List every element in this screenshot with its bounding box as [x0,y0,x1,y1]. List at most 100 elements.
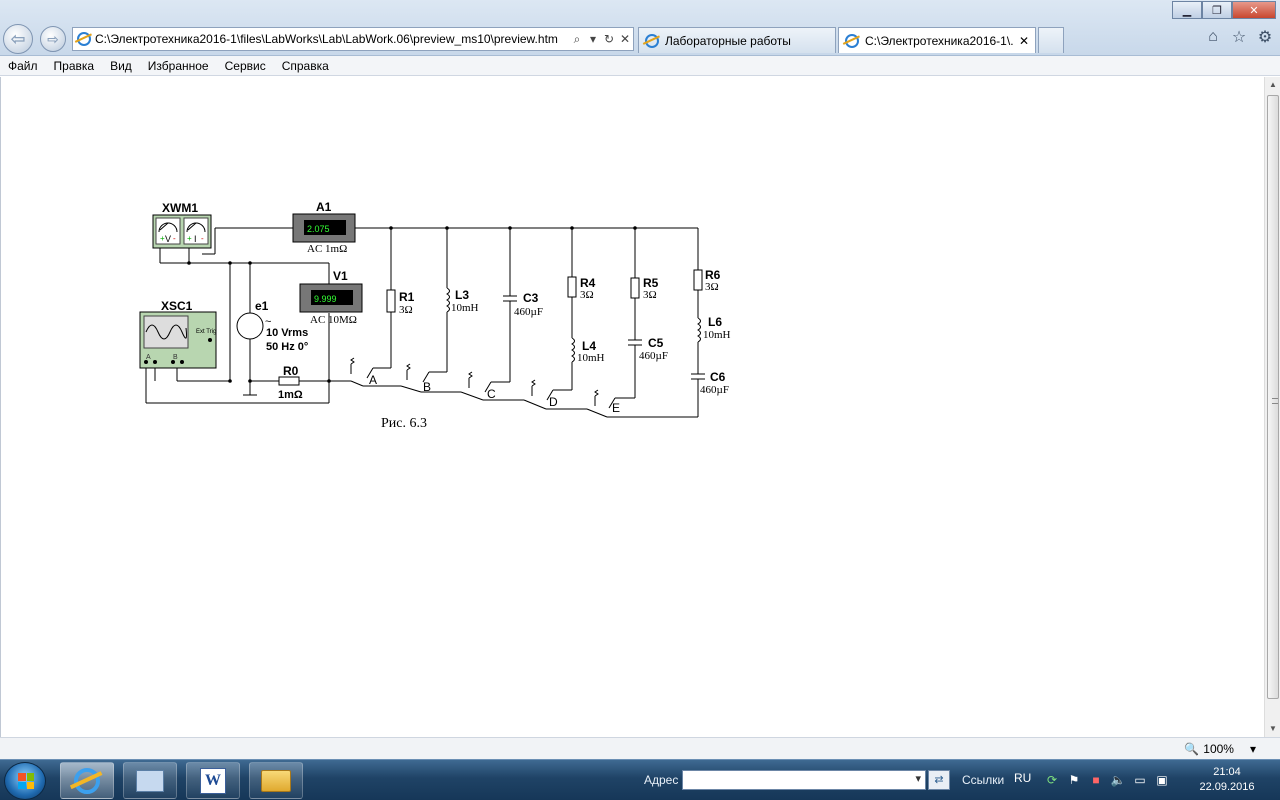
branch-e[interactable]: R5 3Ω C5 460µF E [612,276,668,415]
svg-text:A: A [369,373,377,387]
go-arrow-icon[interactable]: ⇄ [928,770,950,790]
menu-help[interactable]: Справка [281,58,329,73]
svg-text:460µF: 460µF [700,384,729,396]
security-icon[interactable]: ■ [1092,773,1100,787]
network-icon[interactable]: ▣ [1156,773,1168,787]
circuit-diagram: + V - + I - XWM1 2.075 A1 AC 1mΩ 9.999 V… [139,200,731,431]
voltmeter[interactable]: 9.999 V1 AC 10MΩ [299,269,363,326]
close-window-button[interactable]: ✕ [1232,1,1276,19]
search-icon[interactable]: ⌕ [573,31,581,46]
svg-text:B: B [173,354,178,361]
address-dropdown-icon[interactable]: ▾ [589,32,597,46]
taskbar-ie[interactable] [60,762,114,799]
internet-explorer-icon [74,767,100,794]
svg-text:R5: R5 [643,276,659,290]
vertical-scrollbar[interactable]: ▲ ▼ [1264,77,1280,737]
svg-text:10mH: 10mH [577,352,605,364]
taskbar-address-input[interactable] [682,770,926,790]
chevron-down-icon[interactable]: ▾ [1249,742,1256,756]
branch-f[interactable]: R6 3Ω L6 10mH C6 460µF [700,268,731,396]
svg-text:460µF: 460µF [514,306,543,318]
taskbar-control-panel[interactable] [123,762,177,799]
svg-text:e1: e1 [255,299,269,313]
menu-favorites[interactable]: Избранное [147,58,209,73]
zoom-control[interactable]: 🔍 100% ▾ [1184,742,1256,756]
wattmeter[interactable]: + V - + I - XWM1 [152,201,212,249]
resistor-r0[interactable]: R0 1mΩ [278,364,303,401]
svg-text:R4: R4 [580,276,596,290]
gear-icon[interactable]: ⚙ [1257,29,1273,46]
branch-a[interactable]: R1 3Ω A [369,290,415,387]
maximize-button[interactable]: ❐ [1202,1,1232,19]
ie-tab-icon [845,33,859,48]
close-tab-icon[interactable]: ✕ [1018,33,1029,48]
clock[interactable]: 21:04 22.09.2016 [1196,765,1258,795]
svg-text:10mH: 10mH [451,302,479,314]
svg-text:XWM1: XWM1 [162,201,198,215]
clock-date: 22.09.2016 [1199,781,1255,793]
favorites-star-icon[interactable]: ☆ [1231,29,1247,46]
menu-view[interactable]: Вид [110,58,132,73]
action-center-flag-icon[interactable]: ⚑ [1068,773,1080,787]
language-indicator[interactable]: RU [1014,771,1032,785]
arrow-right-icon: ⇨ [47,30,59,47]
tab-preview[interactable]: C:\Электротехника2016-1\... ✕ [838,27,1036,53]
new-tab-button[interactable] [1038,27,1064,53]
ammeter[interactable]: 2.075 A1 AC 1mΩ [292,200,356,255]
svg-text:10mH: 10mH [703,329,731,341]
menu-file[interactable]: Файл [8,58,38,73]
volume-icon[interactable]: 🔈 [1110,773,1126,787]
oscilloscope[interactable]: Ext Trig A B XSC1 [139,299,217,369]
branch-b[interactable]: L3 10mH B [423,288,479,394]
forward-button[interactable]: ⇨ [40,26,66,52]
browser-title-bar: ▁ ❐ ✕ ⇦ ⇨ C:\Электротехника2016-1\files\… [0,0,1280,56]
status-bar: 🔍 100% ▾ [0,737,1280,759]
display-icon[interactable]: ▭ [1134,773,1146,787]
menu-bar: Файл Правка Вид Избранное Сервис Справка [0,56,1280,76]
svg-text:10 Vrms: 10 Vrms [266,327,308,339]
svg-text:C5: C5 [648,336,664,350]
svg-text:R1: R1 [399,290,415,304]
stop-icon[interactable]: ✕ [619,32,631,46]
address-bar[interactable]: C:\Электротехника2016-1\files\LabWorks\L… [72,27,634,51]
voltage-source[interactable]: e1 ~ 10 Vrms 50 Hz 0° [236,299,308,353]
scroll-thumb[interactable] [1267,95,1279,699]
svg-text:R0: R0 [283,364,299,378]
refresh-icon[interactable]: ↻ [603,32,615,46]
svg-text:A: A [146,354,151,361]
taskbar-word[interactable]: W [186,762,240,799]
ie-page-icon [77,32,91,46]
svg-text:3Ω: 3Ω [643,289,657,301]
network-sync-icon[interactable]: ⟳ [1046,773,1058,787]
zoom-icon: 🔍 [1184,742,1200,756]
home-icon[interactable]: ⌂ [1208,28,1218,45]
taskbar-address-label: Адрес [644,773,679,787]
taskbar-explorer[interactable] [249,762,303,799]
svg-text:3Ω: 3Ω [705,281,719,293]
svg-text:+: + [187,234,192,243]
scroll-up-icon[interactable]: ▲ [1269,80,1277,89]
svg-text:2.075: 2.075 [307,224,330,234]
branch-d[interactable]: R4 3Ω L4 10mH D [549,276,605,409]
tab-lab-works[interactable]: Лабораторные работы [638,27,836,53]
menu-tools[interactable]: Сервис [224,58,266,73]
back-button[interactable]: ⇦ [3,24,33,54]
svg-text:-: - [201,234,204,243]
minimize-button[interactable]: ▁ [1172,1,1202,19]
svg-text:9.999: 9.999 [314,294,337,304]
svg-text:-: - [173,234,176,243]
svg-text:Ext Trig: Ext Trig [196,329,216,335]
scroll-down-icon[interactable]: ▼ [1269,724,1277,733]
svg-text:R6: R6 [705,268,721,282]
ie-tab-icon [645,33,659,48]
branch-c[interactable]: C3 460µF C [487,291,543,401]
system-tray: ⟳ ⚑ ■ 🔈 ▭ ▣ [1044,772,1170,788]
taskbar-links-label[interactable]: Ссылки [962,773,1005,787]
address-url[interactable]: C:\Электротехника2016-1\files\LabWorks\L… [95,32,558,46]
clock-time: 21:04 [1213,766,1241,778]
start-button[interactable] [4,762,46,800]
taskbar: W Адрес ⇄ Ссылки RU ⟳ ⚑ ■ 🔈 ▭ ▣ 21:04 22… [0,759,1280,800]
svg-text:C6: C6 [710,370,726,384]
svg-text:50 Hz 0°: 50 Hz 0° [266,341,308,353]
menu-edit[interactable]: Правка [53,58,95,73]
